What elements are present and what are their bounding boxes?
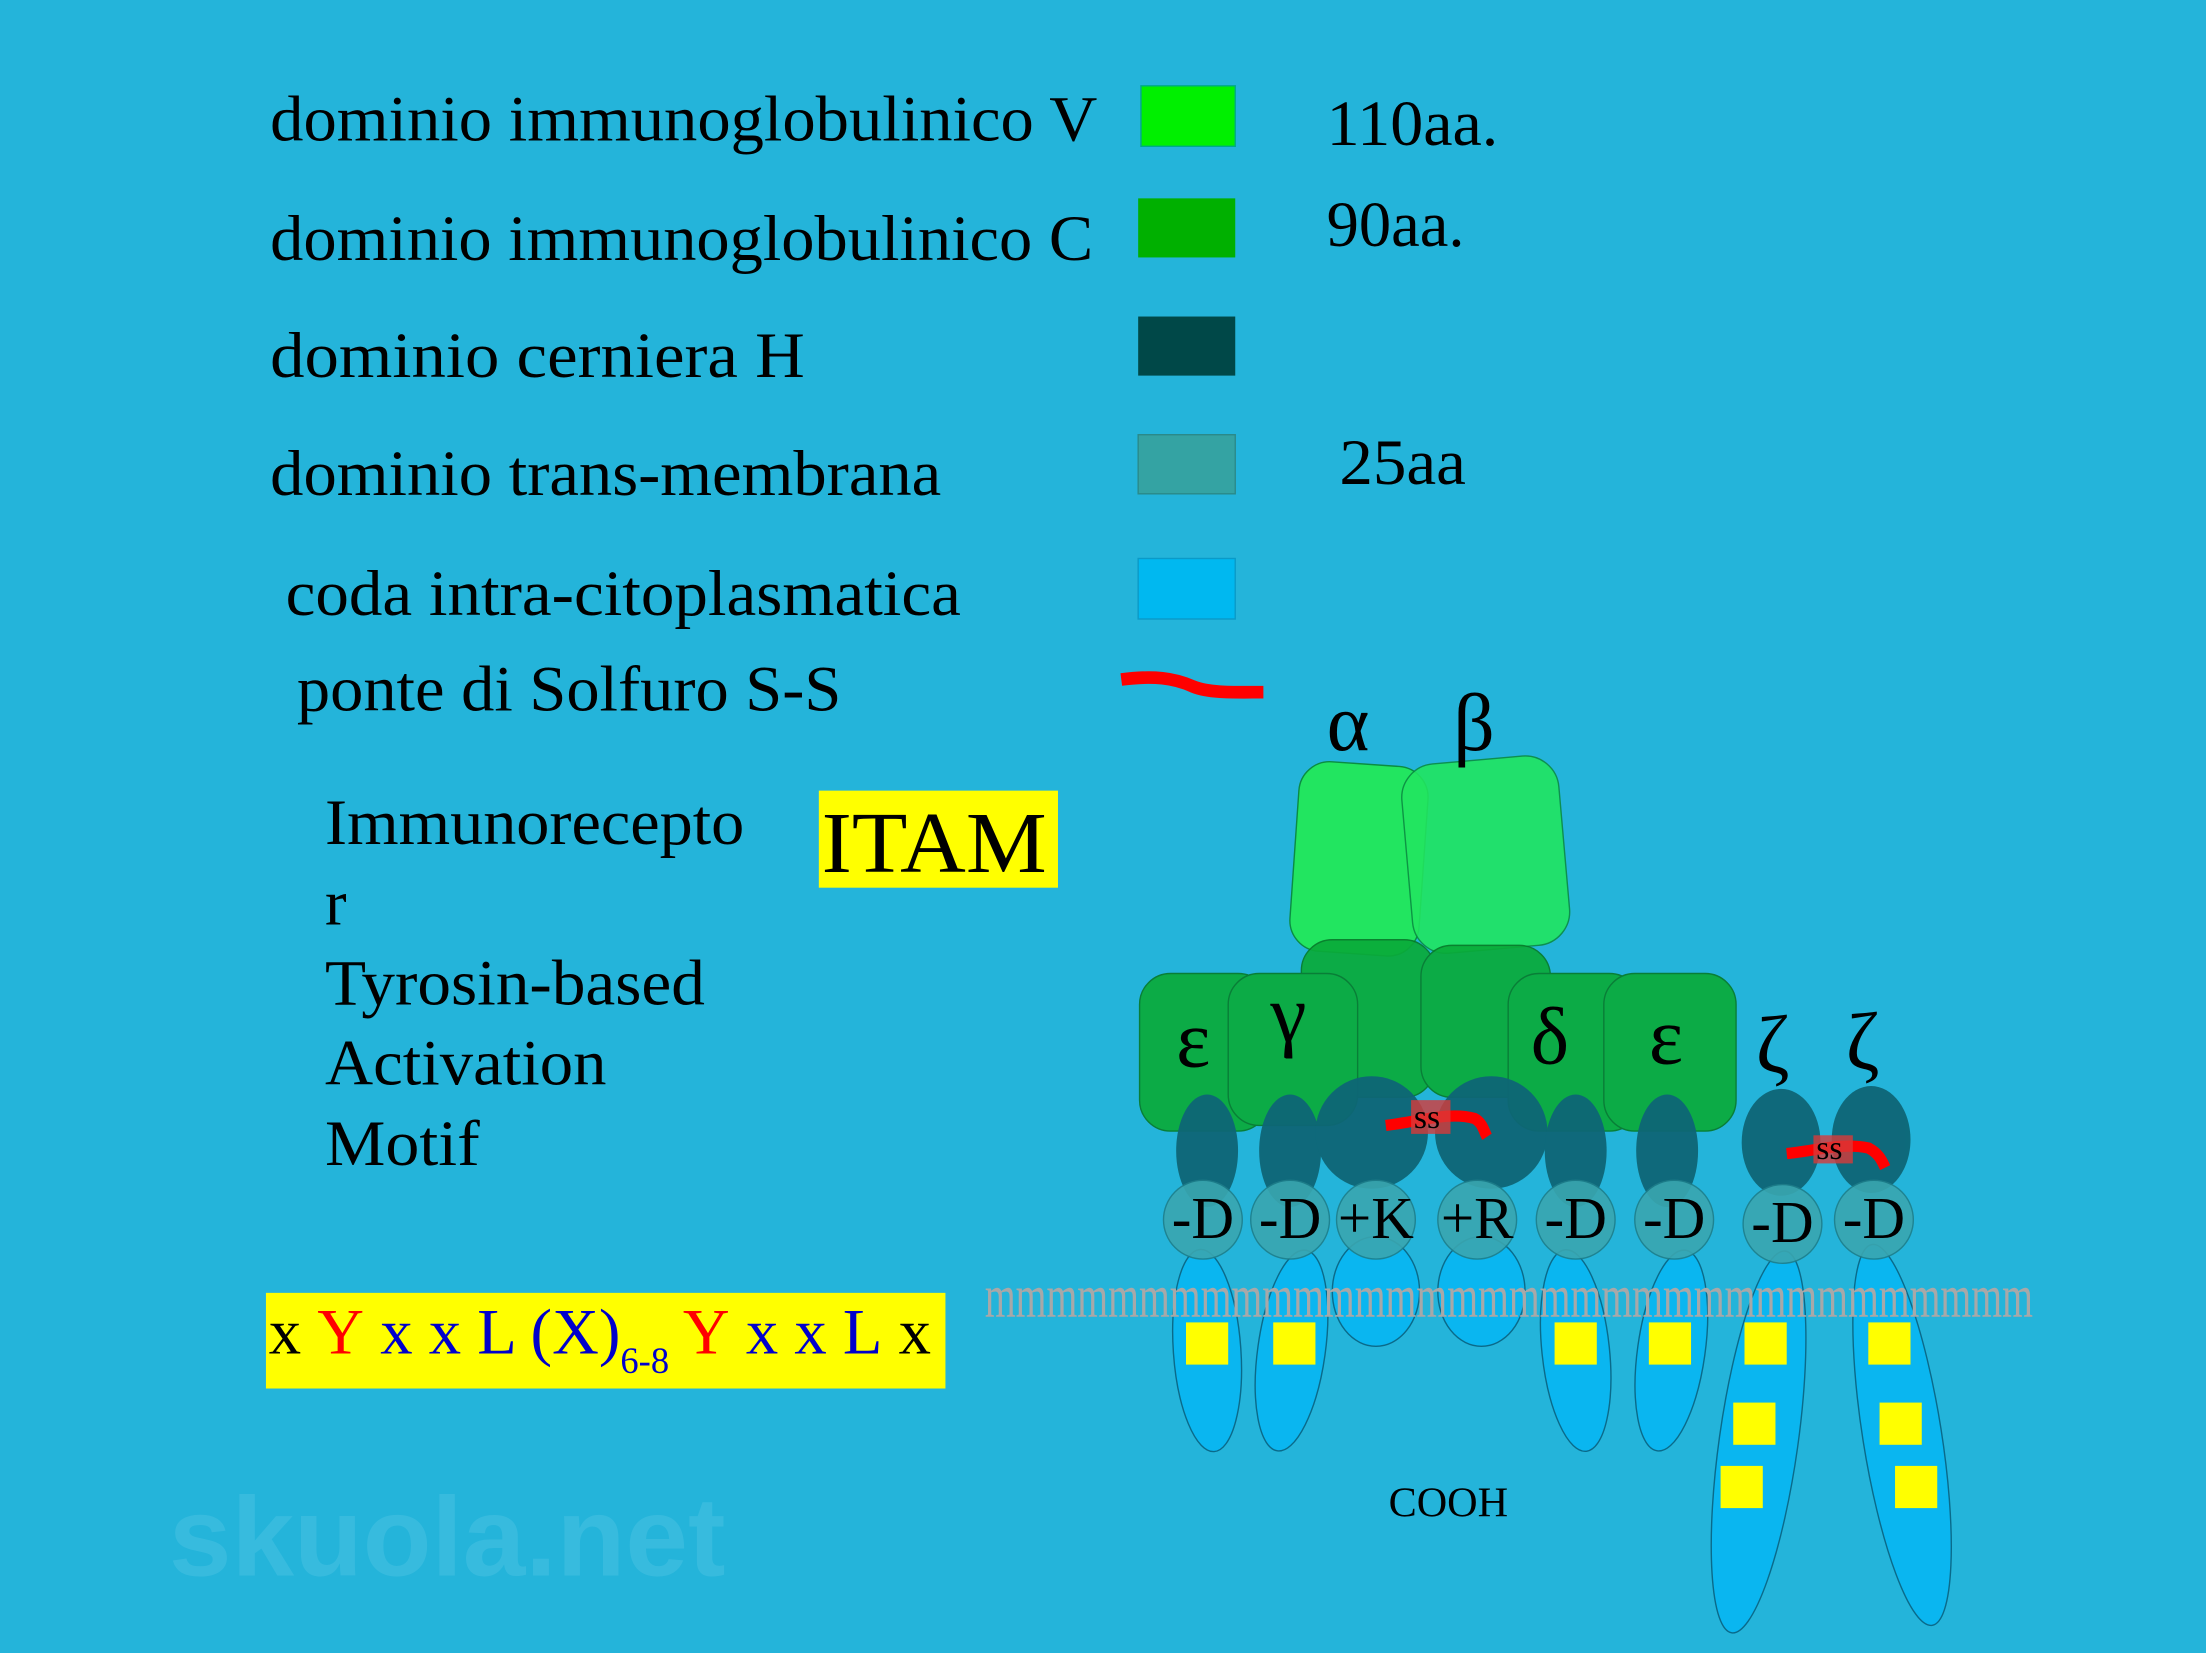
itam-square (1554, 1322, 1597, 1365)
tm-circle (1742, 1183, 1823, 1265)
tm-circle (1335, 1179, 1417, 1260)
itam-line: Immunorecepto (325, 786, 744, 858)
legend-swatch-tail (1137, 557, 1236, 620)
itam-definition: Immunorecepto r Tyrosin-based Activation… (325, 786, 744, 1179)
legend-swatch-h (1138, 316, 1236, 376)
hinge (1259, 1094, 1322, 1208)
chain-label-delta: δ (1531, 991, 1569, 1082)
hinge (1741, 1088, 1821, 1196)
itam-square (1720, 1465, 1763, 1509)
chain-label-zeta: ζ (1756, 999, 1790, 1090)
tm-circle (1162, 1179, 1243, 1260)
transmembrane-domains (1162, 1179, 1915, 1265)
chain-label-beta: β (1453, 677, 1495, 768)
tm-residue: +R (1441, 1185, 1514, 1251)
cooh-label: COOH (1389, 1480, 1509, 1527)
hinge (1315, 1076, 1428, 1189)
legend-label-tail: coda intra-citoplasmatica (286, 557, 961, 629)
itam-square (1879, 1402, 1922, 1445)
itam-motifs (1186, 1322, 1938, 1509)
itam-line: Motif (325, 1107, 480, 1179)
legend-swatch-c (1138, 198, 1236, 258)
tm-circle (1535, 1179, 1616, 1260)
legend-label-tm: dominio trans-membrana (270, 437, 941, 509)
ss-bridges: ss ss (1385, 1099, 1891, 1171)
tm-circle (1250, 1179, 1331, 1260)
tm-residues: -D -D +K +R -D -D -D -D (1172, 1185, 1905, 1255)
itam-square (1273, 1322, 1316, 1365)
chain-label-epsilon: ε (1176, 993, 1210, 1084)
hinge-domains (1176, 1076, 1911, 1208)
hinge (1831, 1086, 1911, 1193)
tm-circle (1634, 1179, 1715, 1260)
hinge (1636, 1094, 1699, 1208)
watermark: skuola.net (169, 1474, 726, 1600)
itam-badge: ITAM (822, 794, 1047, 891)
ss-label: ss (1816, 1130, 1842, 1167)
legend-size-c: 90aa. (1327, 188, 1465, 260)
chain-labels: α β ε γ δ ε ζ ζ (1176, 677, 1879, 1090)
legend: dominio immunoglobulinico V 110aa. domin… (270, 83, 1498, 725)
chain-label-epsilon: ε (1649, 991, 1683, 1082)
tm-residue: -D (1751, 1189, 1813, 1255)
tm-residue: -D (1259, 1185, 1321, 1251)
itam-square (1868, 1322, 1911, 1365)
v-domain-beta (1401, 755, 1571, 954)
hinge (1176, 1094, 1239, 1208)
tm-residue: -D (1843, 1185, 1905, 1251)
itam-square (1744, 1322, 1787, 1365)
itam-line: r (325, 866, 347, 938)
itam-line: Activation (325, 1027, 606, 1099)
membrane: mmmmmmmmmmmmmmmmmmmmmmmmmmmmmmmmmm (985, 1263, 2033, 1331)
ss-label: ss (1414, 1099, 1440, 1136)
tm-residue: -D (1643, 1185, 1705, 1251)
itam-sequence: x Y x x L (X)6-8 Y x x L x (269, 1295, 931, 1381)
itam-badge-bg (818, 790, 1058, 888)
legend-label-c: dominio immunoglobulinico C (270, 202, 1093, 274)
hinge (1544, 1094, 1607, 1208)
itam-square (1648, 1322, 1692, 1365)
c-domains (1138, 939, 1737, 1132)
ss-label-bg (1411, 1100, 1451, 1134)
chain-label-alpha: α (1327, 677, 1370, 768)
hinge (1435, 1076, 1548, 1189)
itam-square (1895, 1465, 1938, 1509)
itam-square (1186, 1322, 1229, 1365)
chain-label-zeta: ζ (1846, 996, 1880, 1087)
tm-circle (1833, 1179, 1915, 1260)
legend-label-ss: ponte di Solfuro S-S (297, 652, 841, 724)
itam-square (1733, 1402, 1776, 1445)
tm-residue: +K (1338, 1185, 1414, 1251)
legend-label-v: dominio immunoglobulinico V (270, 83, 1097, 155)
legend-ss-bridge-icon (1120, 671, 1264, 699)
legend-label-h: dominio cerniera H (270, 319, 805, 391)
ss-bridge-icon (1786, 1140, 1891, 1171)
legend-size-v: 110aa. (1327, 87, 1499, 159)
tm-residue: -D (1545, 1185, 1607, 1251)
legend-swatch-tm (1137, 434, 1236, 495)
tm-residue: -D (1172, 1185, 1234, 1251)
ss-label-bg (1813, 1135, 1853, 1164)
legend-swatch-v (1140, 85, 1236, 148)
v-domains (1289, 755, 1571, 957)
itam-sequence-bg (265, 1292, 946, 1389)
legend-size-tm: 25aa (1339, 426, 1466, 498)
tm-circle (1437, 1179, 1518, 1260)
chain-label-gamma: γ (1269, 968, 1306, 1059)
itam-line: Tyrosin-based (325, 946, 705, 1018)
